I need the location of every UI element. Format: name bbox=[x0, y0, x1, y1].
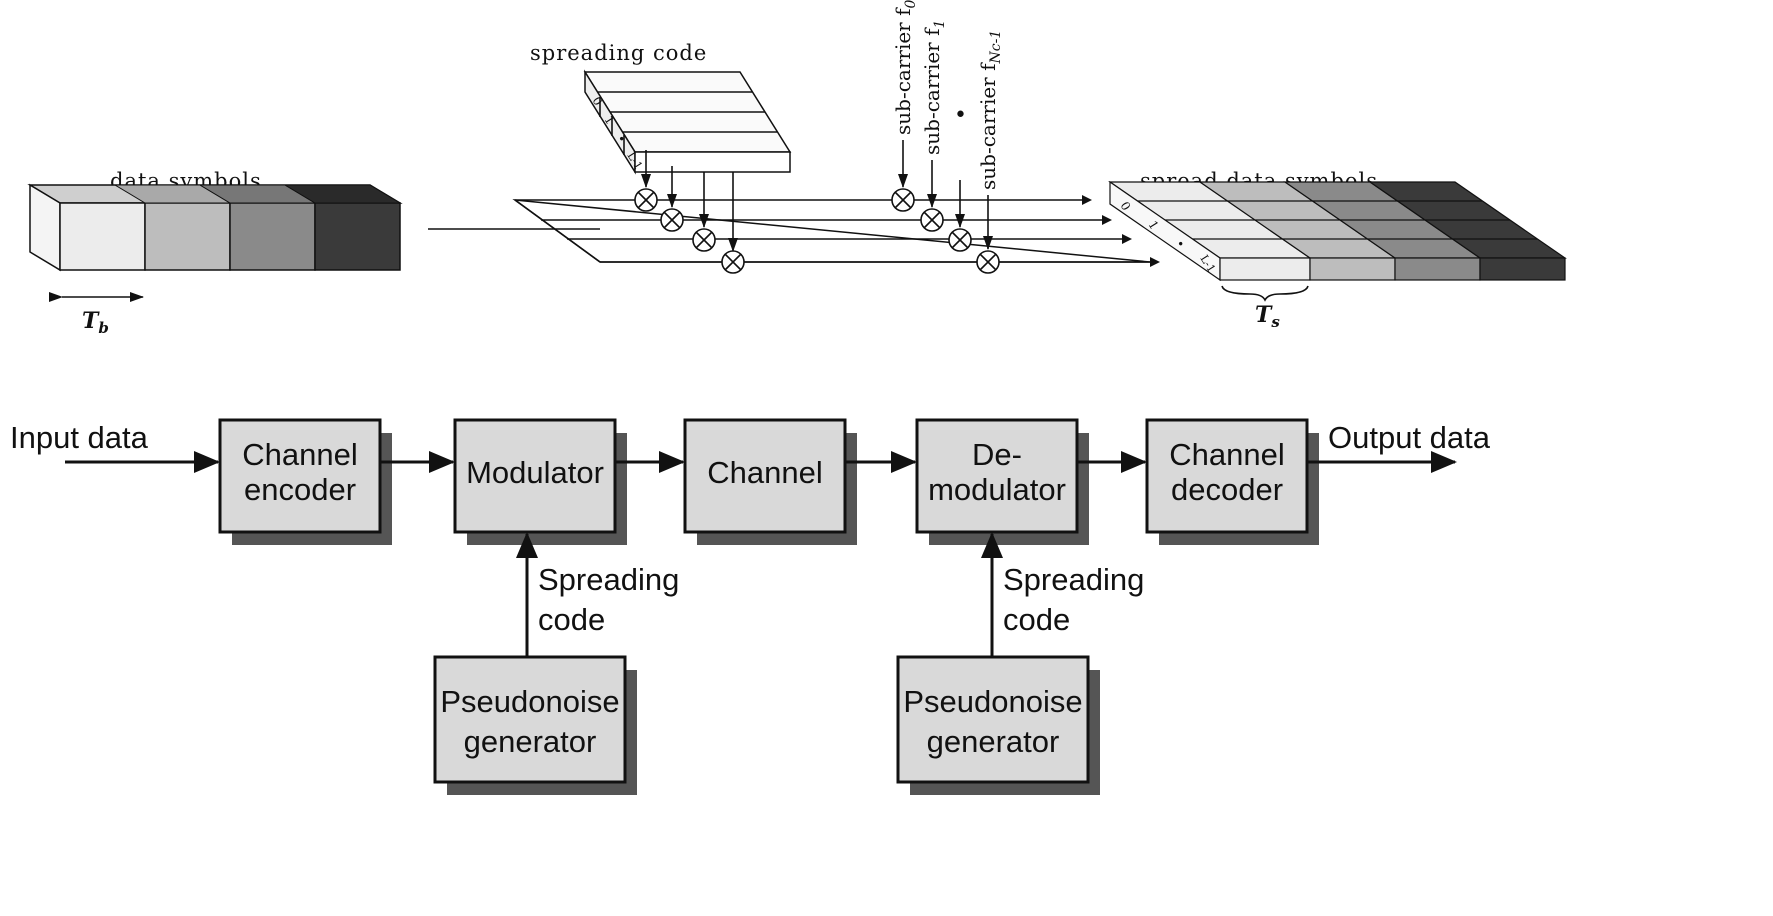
block-diagram: Channel encoder Modulator Channel De- mo… bbox=[10, 418, 1491, 795]
multiplier-icon bbox=[634, 188, 658, 212]
spread-symbol-1 bbox=[1219, 257, 1311, 281]
code-multipliers bbox=[634, 150, 745, 274]
channel-encoder-block bbox=[218, 418, 382, 534]
spreading-code-front bbox=[634, 151, 791, 173]
channel-encoder-line2: encoder bbox=[244, 472, 356, 507]
multiplier-icon bbox=[891, 188, 915, 212]
modulator-block bbox=[453, 418, 617, 534]
spread-symbol-2 bbox=[1309, 257, 1396, 281]
demodulator-line2: modulator bbox=[928, 472, 1066, 507]
input-data-label: Input data bbox=[10, 420, 149, 455]
pn-generator-tx-line2: generator bbox=[464, 724, 597, 759]
multiplier-icon bbox=[692, 228, 716, 252]
subcarrier-labels: sub-carrier f0 sub-carrier f1 • sub-carr… bbox=[891, 0, 1004, 190]
demodulator-line1: De- bbox=[972, 437, 1022, 472]
data-symbol-4 bbox=[314, 202, 401, 271]
pn-generator-tx-block bbox=[433, 655, 627, 784]
pn-generator-rx-line2: generator bbox=[927, 724, 1060, 759]
data-symbol-2 bbox=[144, 202, 231, 271]
data-symbol-4-top bbox=[283, 184, 402, 204]
subcarrier-multipliers bbox=[891, 140, 1000, 274]
pn-generator-rx-block bbox=[896, 655, 1090, 784]
modulator-text: Modulator bbox=[466, 455, 604, 490]
spreading-code-rx-line1: Spreading bbox=[1003, 562, 1144, 597]
spread-symbol-4 bbox=[1479, 257, 1566, 281]
subcarrier-dot-label: • bbox=[954, 103, 967, 128]
spread-data-symbols-group: spread data symbols 0 1 • L-1 Ts bbox=[1108, 169, 1567, 331]
spreading-code-tx-line2: code bbox=[538, 602, 605, 637]
channel-block bbox=[683, 418, 847, 534]
subcarrier-f0-label: sub-carrier f0 bbox=[891, 0, 919, 135]
data-symbol-3 bbox=[229, 202, 316, 271]
data-symbol-1 bbox=[59, 202, 146, 271]
output-data-label: Output data bbox=[1328, 420, 1491, 455]
spreading-code-rx-line2: code bbox=[1003, 602, 1070, 637]
multiplier-icon bbox=[660, 208, 684, 232]
multiplier-icon bbox=[920, 208, 944, 232]
spreading-code-tx-line1: Spreading bbox=[538, 562, 679, 597]
multiplier-icon bbox=[976, 250, 1000, 274]
channel-decoder-line2: decoder bbox=[1171, 472, 1283, 507]
channel-text: Channel bbox=[707, 455, 822, 490]
subcarrier-f1-label: sub-carrier f1 bbox=[920, 20, 948, 155]
pn-generator-tx-line1: Pseudonoise bbox=[440, 684, 619, 719]
spreading-code-label: spreading code bbox=[530, 41, 707, 65]
pn-generator-rx-line1: Pseudonoise bbox=[903, 684, 1082, 719]
ts-label: Ts bbox=[1255, 302, 1280, 331]
spreader-planes bbox=[512, 195, 1160, 267]
multiplier-icon bbox=[948, 228, 972, 252]
spreading-code-group: spreading code 0 1 • L-1 bbox=[530, 41, 792, 175]
channel-encoder-line1: Channel bbox=[242, 437, 357, 472]
channel-decoder-block bbox=[1145, 418, 1309, 534]
ts-brace bbox=[1221, 285, 1309, 302]
multiplier-icon bbox=[721, 250, 745, 274]
subcarrier-fnc-label: sub-carrier fNc-1 bbox=[976, 30, 1004, 190]
channel-decoder-line1: Channel bbox=[1169, 437, 1284, 472]
data-symbols-group: data symbols Tb bbox=[27, 169, 403, 337]
spread-symbol-3 bbox=[1394, 257, 1481, 281]
tb-label: Tb bbox=[82, 308, 109, 337]
